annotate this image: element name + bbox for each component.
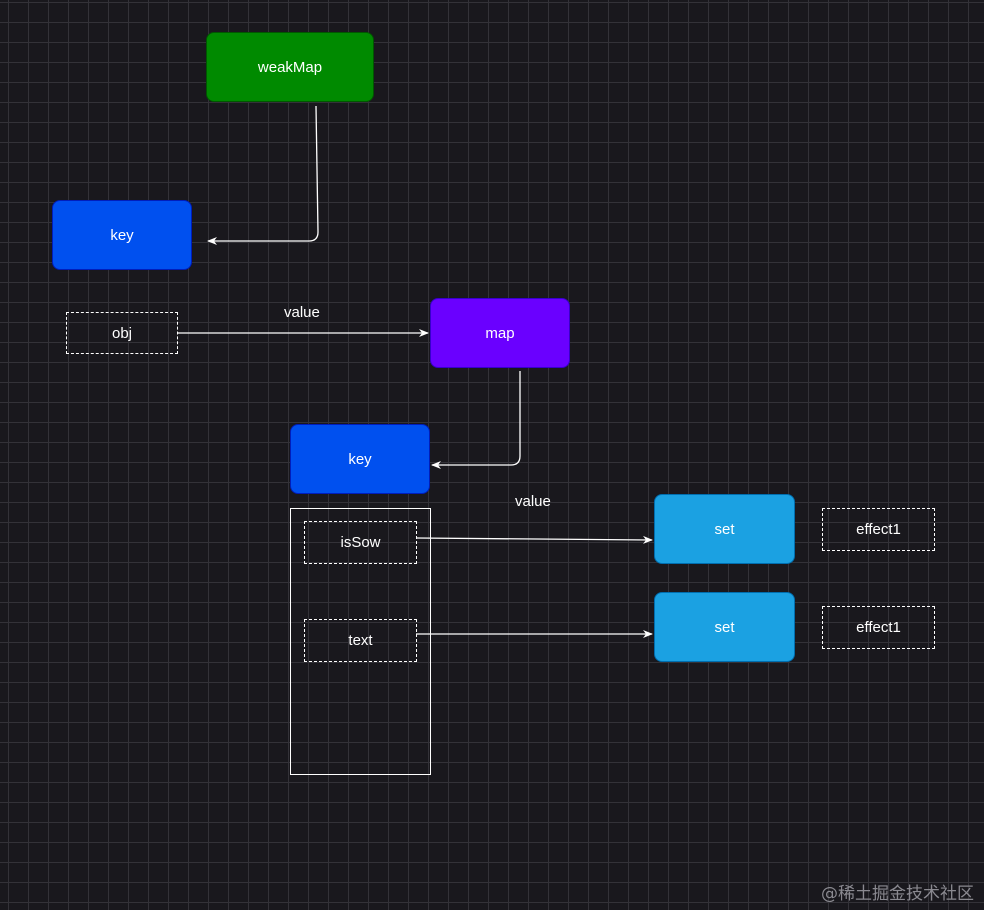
map-node[interactable]: map <box>430 298 570 368</box>
edge-weakmap-to-key <box>207 105 319 245</box>
edge-label-key-set: value <box>515 493 551 510</box>
obj-node[interactable]: obj <box>66 312 178 354</box>
watermark: @稀土掘金技术社区 <box>821 884 974 904</box>
effect1-node-2[interactable]: effect1 <box>822 606 935 649</box>
edge-map-to-key <box>431 371 521 469</box>
effect1-node-1[interactable]: effect1 <box>822 508 935 551</box>
text-node[interactable]: text <box>304 619 417 662</box>
keys-container <box>290 508 431 775</box>
key-node-top[interactable]: key <box>52 200 192 270</box>
edge-issow-to-set <box>415 535 653 544</box>
key-node-bottom[interactable]: key <box>290 424 430 494</box>
issow-node[interactable]: isSow <box>304 521 417 564</box>
weakmap-node[interactable]: weakMap <box>206 32 374 102</box>
set-node-2[interactable]: set <box>654 592 795 662</box>
set-node-1[interactable]: set <box>654 494 795 564</box>
edge-label-obj-map: value <box>284 304 320 321</box>
